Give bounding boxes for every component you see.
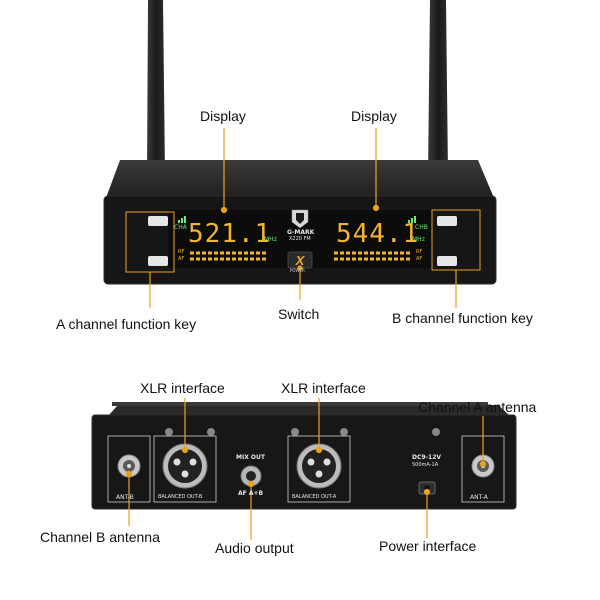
b-set-key[interactable] [437, 216, 457, 226]
callout-power-interface: Power interface [379, 538, 477, 554]
b-sq-key[interactable] [437, 256, 457, 266]
meter-b [334, 251, 412, 261]
xlr-b-connector [153, 435, 217, 503]
callout-b-channel-key: B channel function key [392, 310, 533, 326]
rear-unit [91, 398, 517, 540]
power-switch[interactable]: X [287, 251, 313, 269]
front-antenna-left [140, 0, 172, 176]
signal-icon-b [408, 216, 416, 223]
af-a-label: AF [178, 256, 185, 262]
ant-a-port-label: ANT-A [470, 494, 488, 501]
front-unit: X [103, 0, 497, 308]
callout-audio-output: Audio output [215, 540, 294, 556]
freq-b-display: 544.1 [336, 219, 420, 249]
af-ab-label: AF A+B [238, 490, 264, 497]
signal-icon-a [178, 216, 186, 223]
a-set-key[interactable] [148, 216, 168, 226]
rf-b-label: RF [416, 249, 423, 255]
callout-xlr-left: XLR interface [140, 380, 225, 396]
front-antenna-right [424, 0, 456, 176]
a-sq-key[interactable] [148, 256, 168, 266]
svg-text:X: X [295, 253, 306, 268]
callout-a-channel-key: A channel function key [56, 316, 197, 332]
rf-a-label: RF [178, 249, 185, 255]
brand-logo [291, 209, 309, 229]
brand-name: G-MARK [287, 229, 315, 236]
cha-label: CHA [174, 224, 187, 231]
callout-xlr-right: XLR interface [281, 380, 366, 396]
a-channel-function-keys [125, 211, 175, 273]
power-label: POWER [290, 268, 305, 273]
af-b-label: AF [416, 256, 423, 262]
mhz-a-label: MHz [264, 236, 277, 243]
callout-channel-b-antenna: Channel B antenna [40, 529, 160, 545]
balanced-b-port-label: BALANCED OUT-B [158, 494, 203, 500]
meter-a [190, 251, 268, 261]
model-name: X220 FM [289, 236, 311, 242]
mix-out-jack [240, 465, 262, 487]
callout-channel-a-antenna: Channel A antenna [418, 399, 537, 415]
callout-display-right: Display [351, 108, 397, 124]
callout-switch: Switch [278, 306, 320, 322]
dc-current-label: 500mA-1A [412, 462, 439, 468]
dc-voltage-label: DC9-12V [412, 454, 442, 461]
xlr-a-connector [287, 435, 351, 503]
callout-display-left: Display [200, 108, 246, 124]
ant-b-port-label: ANT-B [116, 494, 134, 501]
chb-label: CHB [415, 224, 428, 231]
freq-a-display: 521.1 [188, 219, 272, 249]
rear-callout-lines [125, 398, 487, 540]
mhz-b-label: MHz [412, 236, 425, 243]
balanced-a-port-label: BALANCED OUT-A [292, 494, 337, 500]
front-callout-lines [149, 128, 457, 308]
mix-out-label: MIX OUT [236, 454, 265, 461]
